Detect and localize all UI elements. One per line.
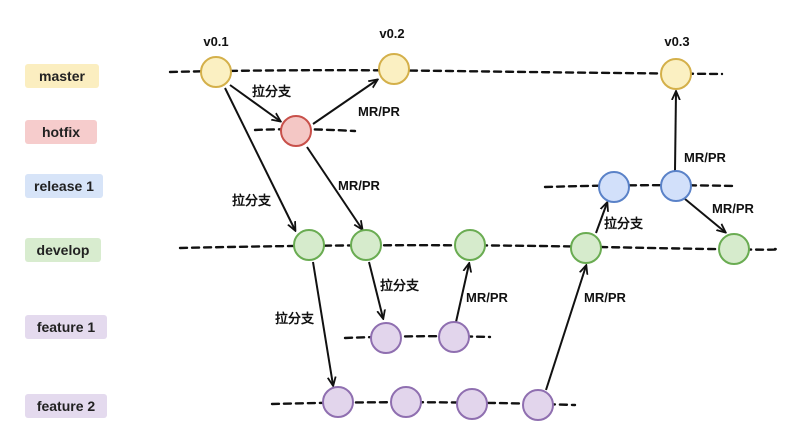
arrow-release-to-develop: [684, 198, 725, 232]
commit-feature2-3: [456, 388, 488, 420]
lane-label-hotfix-bg: [25, 120, 97, 144]
label-merge-hotfix-develop: MR/PR: [338, 178, 381, 193]
commit-feature2-4: [522, 389, 554, 421]
arrow-feature2-to-develop: [545, 266, 586, 391]
lane-label-master-text: master: [39, 68, 85, 84]
lane-label-release-text: release 1: [34, 178, 94, 194]
commit-master-v01: [200, 56, 232, 88]
label-merge-release-develop: MR/PR: [712, 201, 755, 216]
track-develop: [178, 244, 779, 251]
lane-label-feature2-bg: [25, 394, 107, 418]
lane-label-develop-text: develop: [37, 242, 90, 258]
tag-v01: v0.1: [203, 34, 228, 49]
label-merge-feature1-develop: MR/PR: [466, 290, 509, 305]
arrow-develop-to-feature1: [368, 261, 383, 318]
lane-label-master-bg: [25, 64, 99, 88]
label-merge-feature2-develop: MR/PR: [584, 290, 627, 305]
lane-label-feature1: feature 1: [25, 315, 107, 339]
track-master: [168, 69, 724, 76]
label-merge-hotfix-master: MR/PR: [358, 104, 401, 119]
lane-label-feature1-bg: [25, 315, 107, 339]
arrow-hotfix-to-master: [312, 80, 377, 125]
tag-v02: v0.2: [379, 26, 404, 41]
commit-hotfix: [280, 115, 312, 147]
lane-label-release: release 1: [25, 174, 103, 198]
label-branch-develop-release: 拉分支: [604, 216, 644, 231]
label-merge-release-master: MR/PR: [684, 150, 727, 165]
commit-develop-1: [293, 229, 325, 261]
commit-master-v03: [660, 58, 692, 90]
arrow-release-to-master: [675, 92, 676, 172]
commit-release-1: [598, 171, 630, 203]
commit-develop-5: [718, 233, 750, 265]
lane-label-release-bg: [25, 174, 103, 198]
arrow-master-to-hotfix: [229, 84, 280, 121]
commit-develop-2: [350, 229, 382, 261]
track-release: [543, 184, 737, 189]
arrow-feature1-to-develop: [455, 264, 469, 323]
lane-label-feature2-text: feature 2: [37, 398, 96, 414]
lane-label-master: master: [25, 64, 99, 88]
lane-label-develop: develop: [25, 238, 101, 262]
label-branch-develop-feature2: 拉分支: [275, 311, 315, 326]
arrow-hotfix-to-develop: [306, 146, 362, 229]
arrow-develop-to-feature2: [312, 261, 333, 385]
commit-develop-4: [570, 232, 602, 264]
commit-develop-3: [454, 229, 486, 261]
lane-label-develop-bg: [25, 238, 101, 262]
commit-feature2-1: [322, 386, 354, 418]
lane-label-hotfix-text: hotfix: [42, 124, 80, 140]
label-branch-develop-feature1: 拉分支: [380, 278, 420, 293]
label-branch-master-develop: 拉分支: [232, 193, 272, 208]
lane-label-feature1-text: feature 1: [37, 319, 96, 335]
lane-label-hotfix: hotfix: [25, 120, 97, 144]
commit-master-v02: [378, 53, 410, 85]
track-feature1: [343, 335, 492, 340]
tag-v03: v0.3: [664, 34, 689, 49]
commit-release-2: [660, 170, 692, 202]
commit-feature2-2: [390, 386, 422, 418]
lane-label-feature2: feature 2: [25, 394, 107, 418]
arrow-develop-to-release: [595, 203, 607, 234]
commit-feature1-2: [438, 321, 470, 353]
arrow-master-to-develop: [224, 87, 295, 230]
label-branch-master-hotfix: 拉分支: [252, 84, 292, 99]
commit-feature1-1: [370, 322, 402, 354]
